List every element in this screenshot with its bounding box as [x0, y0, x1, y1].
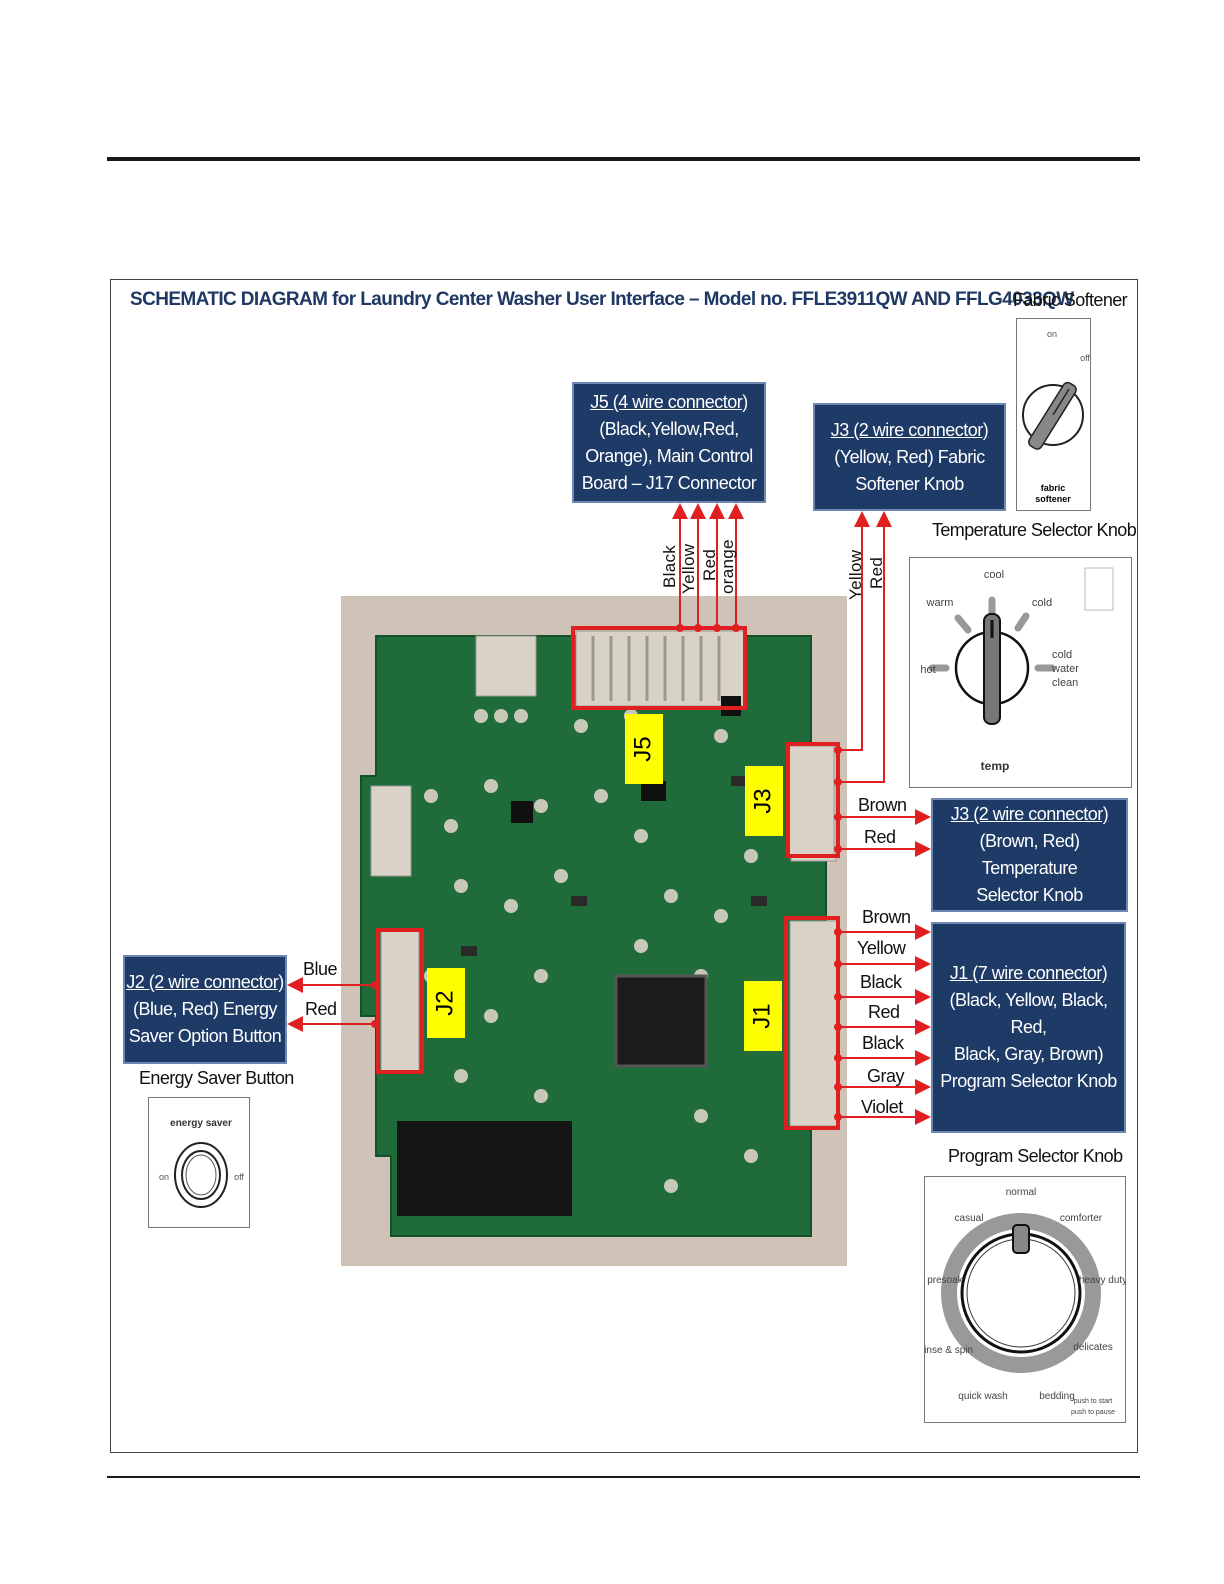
- footer-rule: [107, 1476, 1140, 1478]
- j1-wire-violet: Violet: [861, 1097, 903, 1117]
- fabric-on-label: on: [1047, 329, 1057, 339]
- temperature-knob-panel: cool warm cold hot cold water clean temp: [909, 557, 1132, 788]
- program-normal: normal: [1006, 1187, 1037, 1198]
- j5-box-line1: J5 (4 wire connector): [590, 391, 748, 412]
- j1-box-line4: Program Selector Knob: [940, 1071, 1117, 1091]
- diagram-title: SCHEMATIC DIAGRAM for Laundry Center Was…: [130, 289, 1074, 310]
- program-comforter: comforter: [1060, 1213, 1103, 1224]
- j5-box-line4: Board – J17 Connector: [581, 472, 757, 493]
- temp-cwc-label-1: cold: [1052, 649, 1072, 661]
- program-push-pause: push to pause: [1071, 1409, 1115, 1416]
- energy-saver-off: off: [234, 1172, 244, 1182]
- j1-box-line2: (Black, Yellow, Black, Red,: [949, 990, 1108, 1037]
- j2-connector-box: J2 (2 wire connector) (Blue, Red) Energy…: [123, 955, 287, 1064]
- j5-wire-red: Red: [700, 548, 719, 581]
- energy-saver-on: on: [159, 1172, 169, 1182]
- energy-saver-panel: energy saver on off: [148, 1097, 250, 1228]
- j1-wire-yellow: Yellow: [857, 938, 906, 958]
- j1-wire-red: Red: [868, 1002, 900, 1022]
- j1-box-line3: Black, Gray, Brown): [953, 1044, 1104, 1064]
- j2-box-line1: J2 (2 wire connector): [126, 972, 284, 992]
- j5-wire-yellow: Yellow: [679, 543, 698, 594]
- j1-connector-box: J1 (7 wire connector) (Black, Yellow, Bl…: [931, 922, 1126, 1133]
- temp-label: temp: [981, 759, 1010, 773]
- j3-temp-box-line3: Selector Knob: [976, 885, 1083, 905]
- j2-box-line2: (Blue, Red) Energy: [132, 999, 278, 1019]
- program-presoak: presoak: [927, 1275, 964, 1286]
- program-heavy-duty: heavy duty: [1079, 1275, 1125, 1286]
- temp-cool-label: cool: [984, 569, 1004, 581]
- control-board-photo: J5 J3 J1 J2: [341, 596, 847, 1266]
- j3-temp-wire-red: Red: [864, 827, 896, 847]
- temp-cold-label: cold: [1032, 597, 1052, 609]
- j5-wire-black: Black: [660, 544, 679, 588]
- j1-box-line1: J1 (7 wire connector): [949, 963, 1108, 983]
- j1-wire-brown: Brown: [862, 907, 911, 927]
- j3-fabric-wire-red: Red: [867, 556, 886, 589]
- j3-fabric-box-line1: J3 (2 wire connector): [830, 419, 989, 440]
- program-quick-wash: quick wash: [958, 1391, 1007, 1402]
- temp-cwc-label-3: clean: [1052, 677, 1078, 689]
- board-label-j2: J2: [431, 990, 458, 1015]
- energy-saver-caption: Energy Saver Button: [139, 1068, 294, 1088]
- program-knob-caption: Program Selector Knob: [948, 1146, 1123, 1166]
- j2-wire-blue: Blue: [303, 959, 338, 979]
- header-rule: [107, 157, 1140, 161]
- board-label-j5: J5: [629, 736, 656, 761]
- fabric-off-label: off: [1080, 353, 1090, 363]
- program-rinse-spin: rinse & spin: [925, 1345, 973, 1356]
- program-knob-panel: normal comforter heavy duty delicates be…: [921, 1176, 1127, 1423]
- temp-warm-label: warm: [926, 597, 954, 609]
- fabric-softener-caption: Fabric Softener: [1013, 290, 1128, 310]
- temp-hot-label: hot: [920, 664, 935, 676]
- j5-box-line3: Orange), Main Control: [585, 445, 753, 466]
- j3-fabric-box-line2: (Yellow, Red) Fabric: [834, 446, 985, 467]
- program-push-start: push to start: [1074, 1398, 1113, 1405]
- temperature-knob-caption: Temperature Selector Knob: [932, 520, 1137, 540]
- j5-wire-orange: orange: [718, 539, 737, 594]
- j3-temp-box-line1: J3 (2 wire connector): [950, 804, 1109, 824]
- program-delicates: delicates: [1073, 1342, 1112, 1353]
- j1-wire-black: Black: [860, 972, 902, 992]
- fabric-label-1: fabric: [1041, 483, 1066, 493]
- j2-wire-red: Red: [305, 999, 337, 1019]
- j2-box-line3: Saver Option Button: [128, 1026, 282, 1046]
- program-casual: casual: [955, 1213, 984, 1224]
- diagram-frame: [110, 279, 1138, 1453]
- program-bedding: bedding: [1039, 1391, 1075, 1402]
- fabric-softener-panel: on off fabric softener: [1016, 318, 1091, 511]
- j5-connector-box: J5 (4 wire connector) (Black,Yellow,Red,…: [572, 382, 766, 503]
- j3-fabric-connector-box: J3 (2 wire connector) (Yellow, Red) Fabr…: [813, 403, 1006, 511]
- j3-temp-wire-brown: Brown: [858, 795, 907, 815]
- j3-fabric-box-line3: Softener Knob: [855, 473, 964, 494]
- j1-wire-gray: Gray: [867, 1066, 905, 1086]
- board-label-j3: J3: [749, 788, 776, 813]
- j3-temp-box-line2: (Brown, Red) Temperature: [979, 831, 1080, 878]
- j1-wire-black-2: Black: [862, 1033, 904, 1053]
- temp-cwc-label-2: water: [1051, 663, 1079, 675]
- board-label-j1: J1: [748, 1003, 775, 1028]
- fabric-label-2: softener: [1035, 494, 1071, 504]
- j3-temp-connector-box: J3 (2 wire connector) (Brown, Red) Tempe…: [931, 798, 1128, 912]
- energy-saver-label: energy saver: [170, 1118, 232, 1129]
- j3-fabric-wire-yellow: Yellow: [846, 549, 865, 600]
- j5-box-line2: (Black,Yellow,Red,: [599, 418, 739, 439]
